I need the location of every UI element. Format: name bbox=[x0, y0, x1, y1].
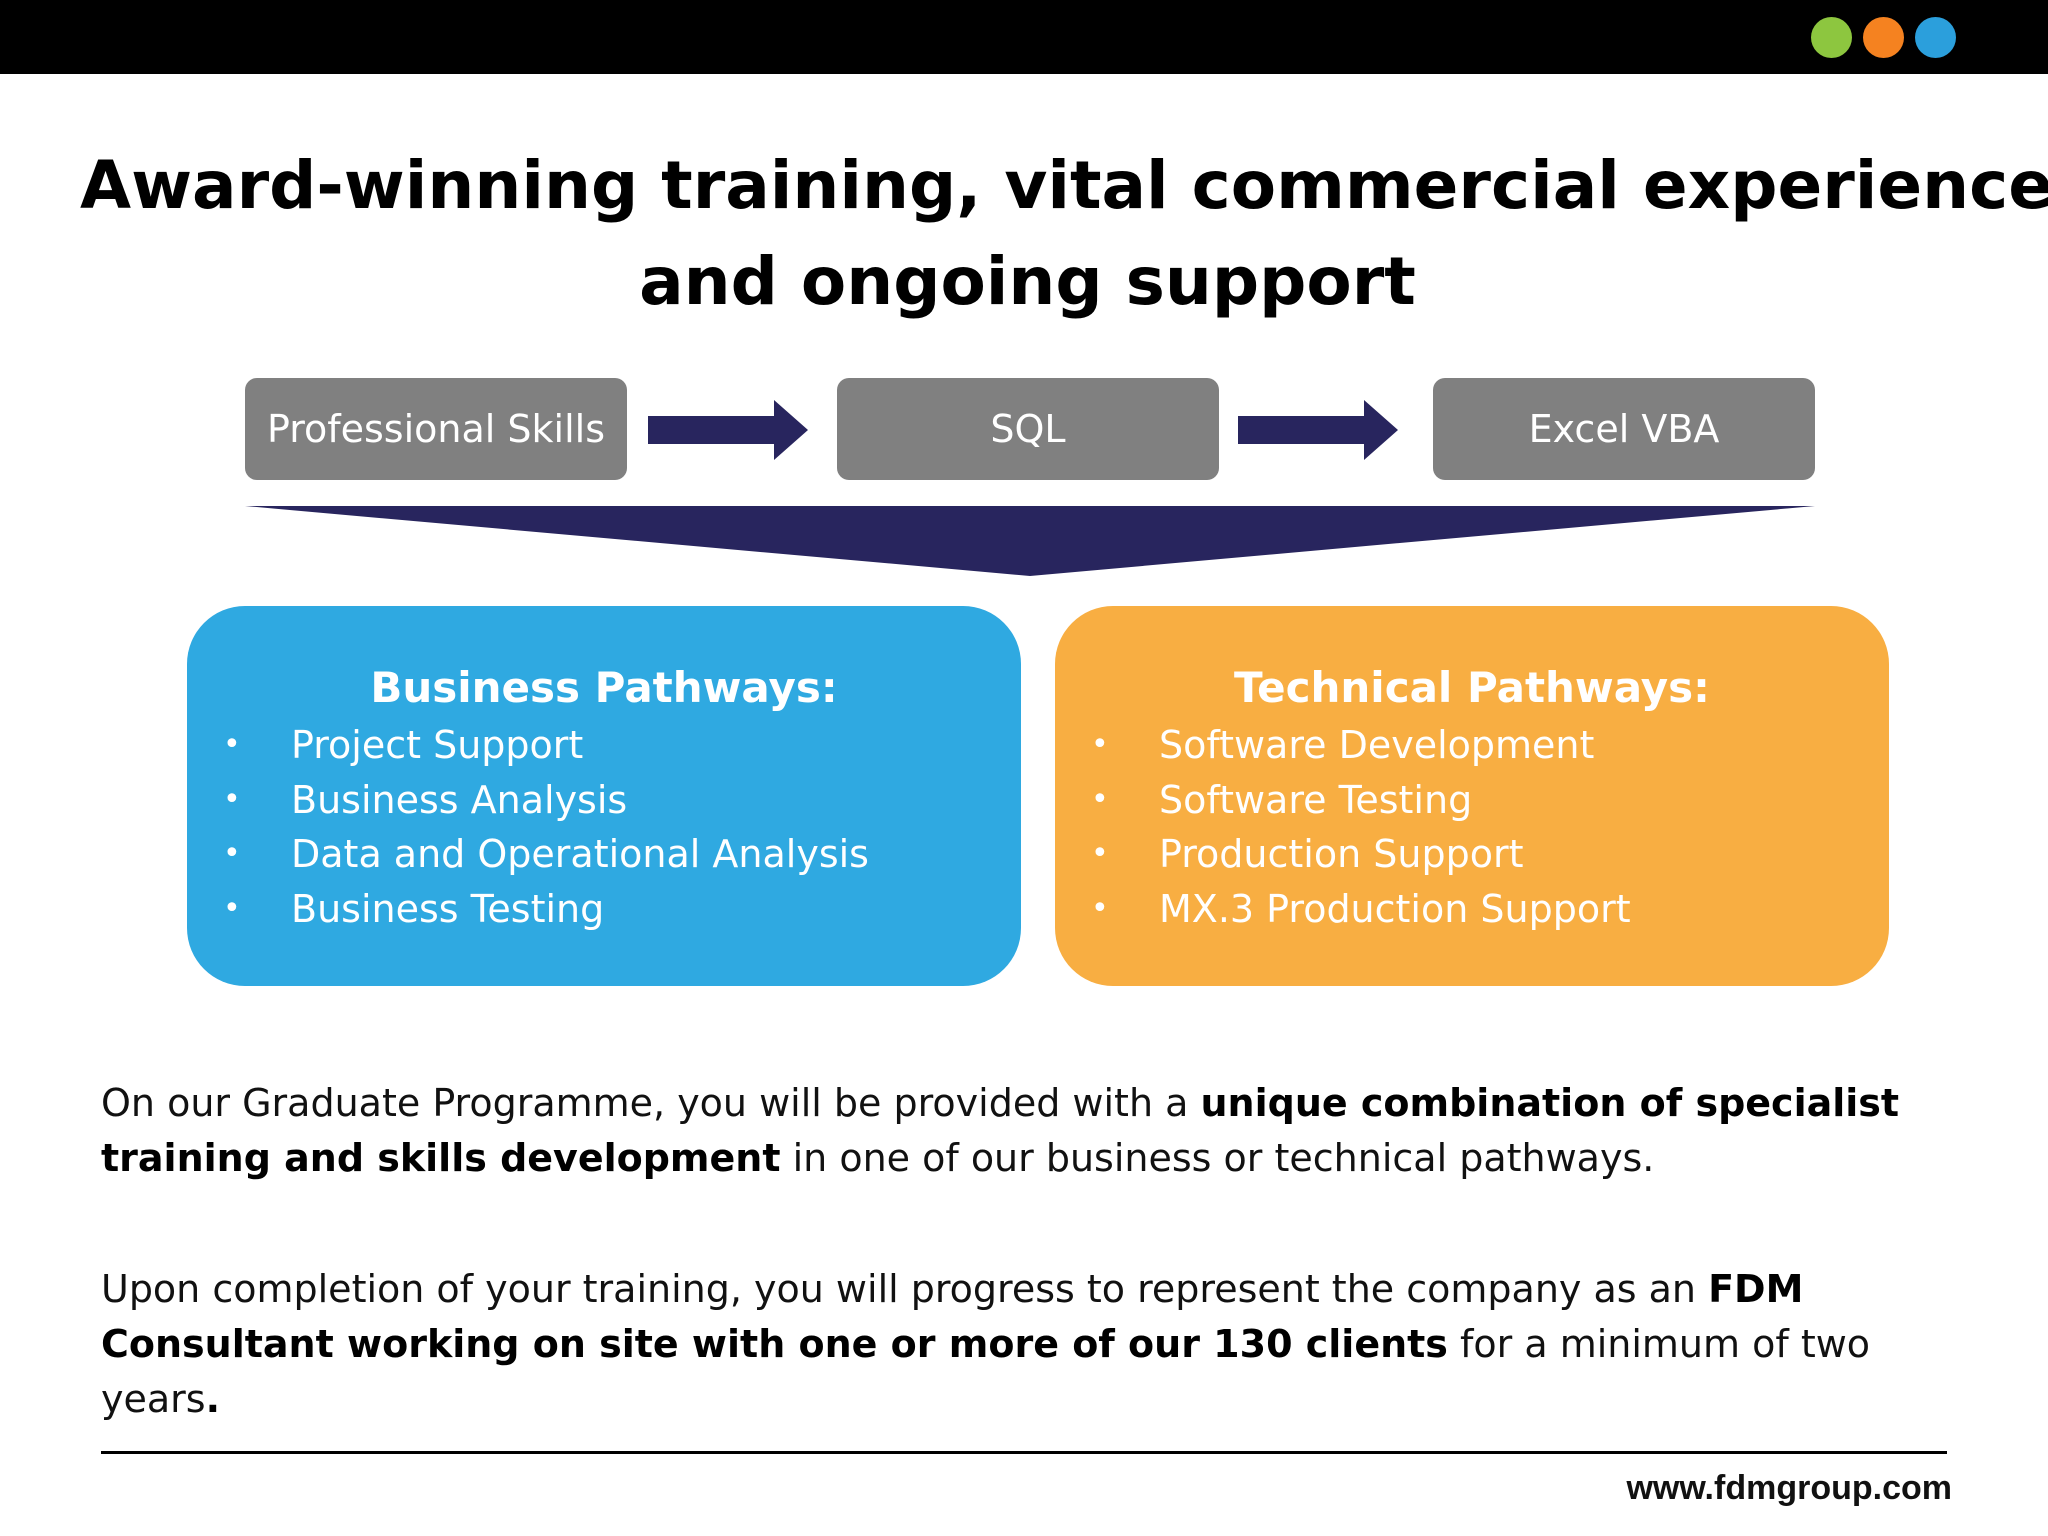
business-pathways-heading: Business Pathways: bbox=[370, 663, 838, 712]
slide-title: Award-winning training, vital commercial… bbox=[80, 138, 2048, 330]
list-item: •Software Testing bbox=[1055, 773, 1889, 828]
step-excel-vba: Excel VBA bbox=[1433, 378, 1815, 480]
right-arrow-icon bbox=[1238, 400, 1398, 460]
blue-dot bbox=[1915, 17, 1956, 58]
step-professional-skills: Professional Skills bbox=[245, 378, 627, 480]
orange-dot bbox=[1863, 17, 1904, 58]
bullet-icon: • bbox=[1091, 727, 1109, 762]
bullet-icon: • bbox=[1091, 836, 1109, 871]
business-pathways-box: Business Pathways: •Project Support •Bus… bbox=[187, 606, 1021, 986]
bullet-icon: • bbox=[223, 836, 241, 871]
bullet-icon: • bbox=[1091, 890, 1109, 926]
technical-pathways-list: •Software Development •Software Testing … bbox=[1055, 718, 1889, 936]
graduate-programme-paragraph: On our Graduate Programme, you will be p… bbox=[101, 1081, 1900, 1180]
step-sql: SQL bbox=[837, 378, 1219, 480]
title-line-1: Award-winning training, vital commercial… bbox=[80, 147, 2048, 224]
right-arrow-icon bbox=[648, 400, 808, 460]
list-item: •Business Testing bbox=[187, 882, 1021, 937]
consultant-paragraph: Upon completion of your training, you wi… bbox=[101, 1267, 1871, 1421]
title-line-2: and ongoing support bbox=[639, 243, 1416, 320]
business-pathways-list: •Project Support •Business Analysis •Dat… bbox=[187, 718, 1021, 936]
list-item: •Project Support bbox=[187, 718, 1021, 773]
bullet-icon: • bbox=[223, 890, 241, 926]
list-item: •Production Support bbox=[1055, 827, 1889, 882]
list-item: •Software Development bbox=[1055, 718, 1889, 773]
top-bar bbox=[0, 0, 2048, 74]
website-url[interactable]: www.fdmgroup.com bbox=[1626, 1469, 1952, 1507]
technical-pathways-heading: Technical Pathways: bbox=[1234, 663, 1710, 712]
bullet-icon: • bbox=[223, 781, 241, 817]
list-item: •Data and Operational Analysis bbox=[187, 827, 1021, 882]
bullet-icon: • bbox=[1091, 781, 1109, 817]
bullet-icon: • bbox=[223, 727, 241, 762]
list-item: •MX.3 Production Support bbox=[1055, 882, 1889, 937]
footer-divider bbox=[101, 1451, 1947, 1454]
green-dot bbox=[1811, 17, 1852, 58]
list-item: •Business Analysis bbox=[187, 773, 1021, 828]
funnel-chevron bbox=[245, 506, 1815, 576]
technical-pathways-box: Technical Pathways: •Software Developmen… bbox=[1055, 606, 1889, 986]
